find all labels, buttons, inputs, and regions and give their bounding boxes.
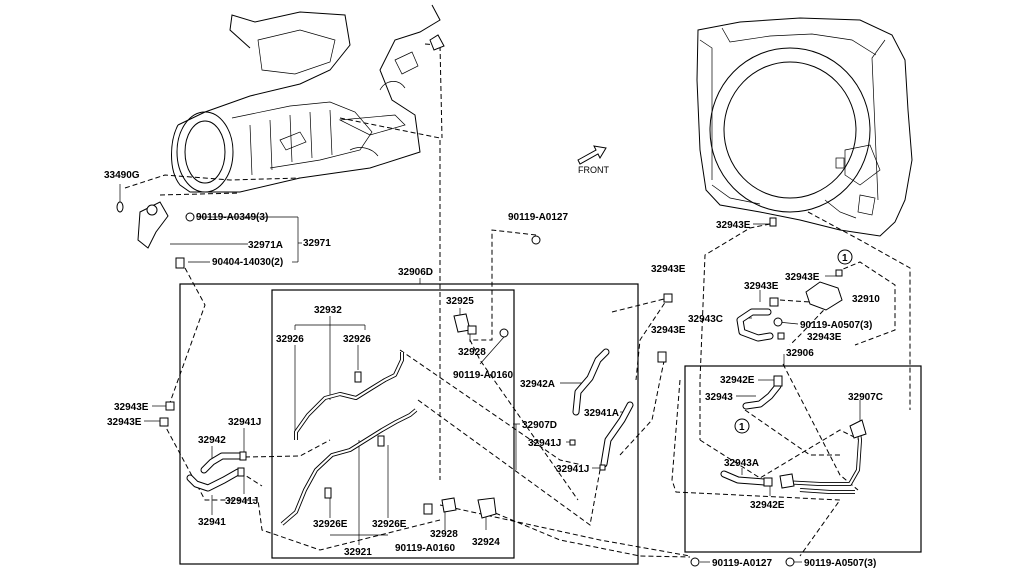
part-label: 90119-A0127 [508, 212, 568, 223]
part-label: 32941J [225, 496, 258, 507]
part-label: 32921 [344, 547, 372, 558]
part-label: 32926E [313, 519, 348, 530]
part-label: 32925 [446, 296, 474, 307]
part-label: 32941A [584, 408, 619, 419]
front-direction-arrow: FRONT [577, 145, 609, 175]
part-label: 32943E [114, 402, 149, 413]
part-label: 32942A [520, 379, 555, 390]
assembly-box-32906D [179, 283, 639, 565]
part-label: 32971A [248, 240, 283, 251]
part-label: 32941J [528, 438, 561, 449]
part-number-labels: 33490G 90119-A0349(3) 32971A 32971 90404… [104, 170, 883, 569]
part-label: 90119-A0507(3) [804, 558, 876, 569]
transmission-illustration [171, 4, 441, 193]
part-label: 32926E [372, 519, 407, 530]
part-label: 32924 [472, 537, 500, 548]
part-label: 90119-A0160 [395, 543, 455, 554]
reference-number: 1 [842, 253, 848, 264]
part-label: 32928 [430, 529, 458, 540]
front-label: FRONT [578, 165, 609, 175]
part-label: 32906D [398, 267, 433, 278]
part-label: 90404-14030(2) [212, 257, 283, 268]
part-label: 90119-A0507(3) [800, 320, 872, 331]
hoses-and-pipes [186, 308, 862, 526]
part-label: 90119-A0349(3) [196, 212, 268, 223]
part-label: 32926 [276, 334, 304, 345]
part-label: 32942E [720, 375, 755, 386]
part-label: 33490G [104, 170, 140, 181]
part-label: 32910 [852, 294, 880, 305]
reference-marker-1-upper: 1 [837, 249, 853, 265]
part-label: 32943E [107, 417, 142, 428]
part-label: 32943E [744, 281, 779, 292]
part-label: 32943A [724, 458, 759, 469]
part-label: 32943E [785, 272, 820, 283]
part-label: 32926 [343, 334, 371, 345]
part-label: 32943E [651, 325, 686, 336]
part-label: 32932 [314, 305, 342, 316]
part-label: 32941J [228, 417, 261, 428]
hose-32942A [572, 348, 610, 416]
radiator-illustration [696, 17, 913, 237]
pipe-32921 [280, 408, 418, 526]
part-label: 90119-A0127 [712, 558, 772, 569]
part-label: 32941 [198, 517, 226, 528]
part-label: 32941J [556, 464, 589, 475]
part-label: 32942E [750, 500, 785, 511]
cooler-fitting-32971 [137, 201, 169, 249]
part-label: 32943C [688, 314, 723, 325]
part-label: 90119-A0160 [453, 370, 513, 381]
part-label: 32907C [848, 392, 883, 403]
part-label: 32971 [303, 238, 331, 249]
part-label: 32907D [522, 420, 557, 431]
part-label: 32942 [198, 435, 226, 446]
hardware-parts [116, 34, 867, 567]
reference-number: 1 [739, 422, 745, 433]
oil-cooler-32910 [805, 281, 843, 311]
part-label: 32943 [705, 392, 733, 403]
part-label: 32943E [716, 220, 751, 231]
part-label: 32943E [807, 332, 842, 343]
reference-marker-1-lower: 1 [734, 418, 750, 434]
dashed-connection-lines [124, 43, 911, 558]
part-label: 32943E [651, 264, 686, 275]
part-label: 32906 [786, 348, 814, 359]
part-label: 32928 [458, 347, 486, 358]
